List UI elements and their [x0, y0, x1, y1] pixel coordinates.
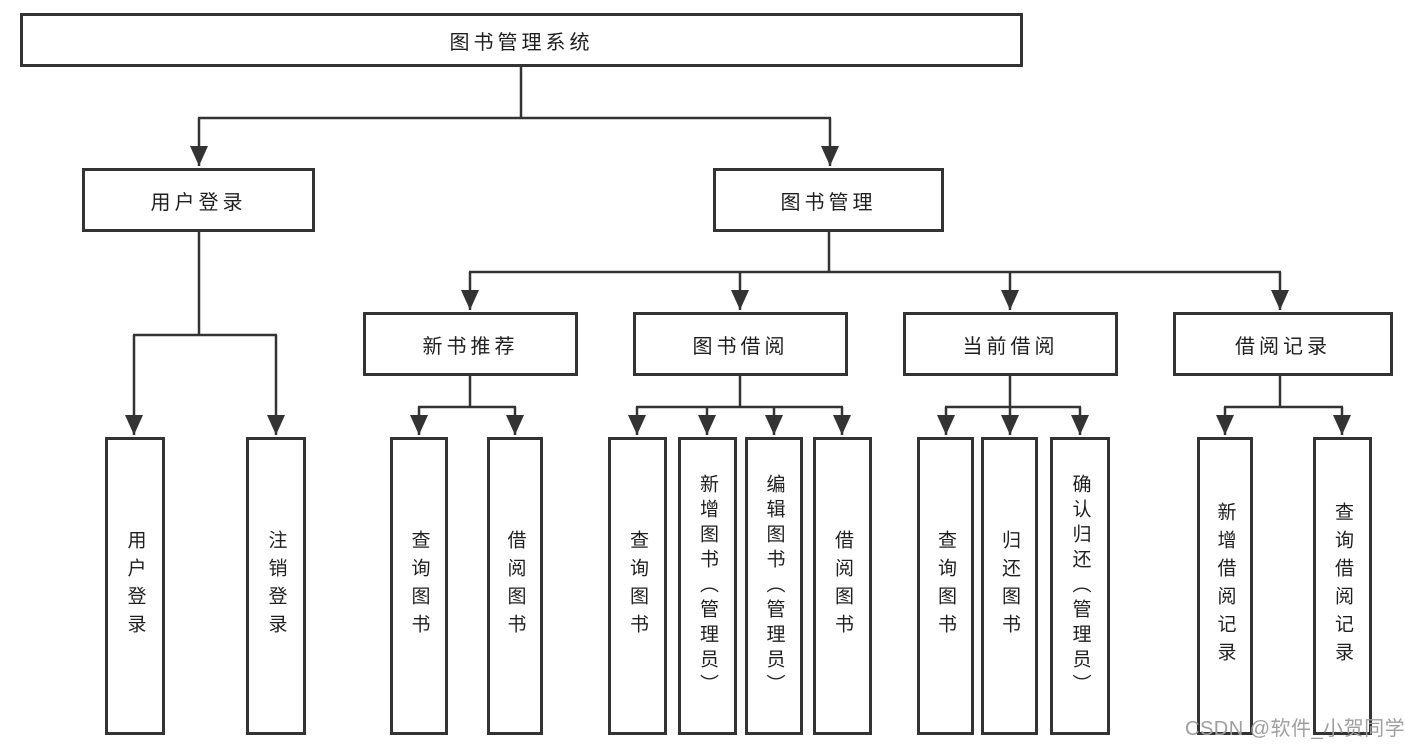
leaf-query-book-recommend-label: 查询图书 — [408, 530, 430, 642]
leaf-add-book-admin-label: 新增图书（管理员） — [697, 473, 718, 699]
leaf-borrow-book: 借阅图书 — [813, 437, 872, 735]
node-book-management: 图书管理 — [713, 168, 944, 232]
leaf-confirm-return-admin-label: 确认归还（管理员） — [1069, 473, 1091, 699]
leaf-logout: 注销登录 — [246, 437, 306, 735]
leaf-query-book-borrow-label: 查询图书 — [627, 530, 648, 642]
leaf-confirm-return-admin: 确认归还（管理员） — [1050, 437, 1110, 735]
leaf-query-book-recommend: 查询图书 — [390, 437, 448, 735]
leaf-return-book-label: 归还图书 — [999, 530, 1020, 642]
csdn-watermark: CSDN @软件_小贺同学 — [1185, 718, 1405, 740]
node-root-library-system: 图书管理系统 — [20, 13, 1023, 67]
leaf-add-book-admin: 新增图书（管理员） — [678, 437, 737, 735]
leaf-return-book: 归还图书 — [981, 437, 1038, 735]
node-user-login-branch: 用户登录 — [82, 168, 315, 232]
node-borrow-records: 借阅记录 — [1173, 312, 1393, 376]
node-new-book-recommend-label: 新书推荐 — [422, 335, 519, 358]
node-current-borrow-label: 当前借阅 — [962, 335, 1059, 358]
leaf-user-login-label: 用户登录 — [124, 530, 146, 642]
leaf-query-book-current-label: 查询图书 — [935, 530, 956, 642]
leaf-query-book-current: 查询图书 — [917, 437, 974, 735]
node-user-login-label: 用户登录 — [150, 191, 247, 214]
leaf-logout-label: 注销登录 — [265, 530, 287, 642]
leaf-add-borrow-record: 新增借阅记录 — [1197, 437, 1253, 735]
leaf-edit-book-admin-label: 编辑图书（管理员） — [763, 473, 785, 699]
node-book-borrow: 图书借阅 — [633, 312, 848, 376]
node-book-borrow-label: 图书借阅 — [692, 335, 789, 358]
leaf-borrow-book-recommend: 借阅图书 — [487, 437, 543, 735]
leaf-borrow-book-recommend-label: 借阅图书 — [504, 530, 526, 642]
leaf-add-borrow-record-label: 新增借阅记录 — [1214, 502, 1236, 670]
leaf-query-book-borrow: 查询图书 — [608, 437, 667, 735]
node-book-management-label: 图书管理 — [780, 191, 877, 214]
node-current-borrow: 当前借阅 — [903, 312, 1118, 376]
node-new-book-recommend: 新书推荐 — [363, 312, 578, 376]
node-borrow-records-label: 借阅记录 — [1235, 335, 1331, 358]
node-root-label: 图书管理系统 — [449, 31, 594, 54]
leaf-query-borrow-record-label: 查询借阅记录 — [1332, 502, 1353, 670]
leaf-query-borrow-record: 查询借阅记录 — [1313, 437, 1372, 735]
leaf-user-login: 用户登录 — [105, 437, 165, 735]
leaf-borrow-book-label: 借阅图书 — [832, 530, 853, 642]
leaf-edit-book-admin: 编辑图书（管理员） — [745, 437, 803, 735]
